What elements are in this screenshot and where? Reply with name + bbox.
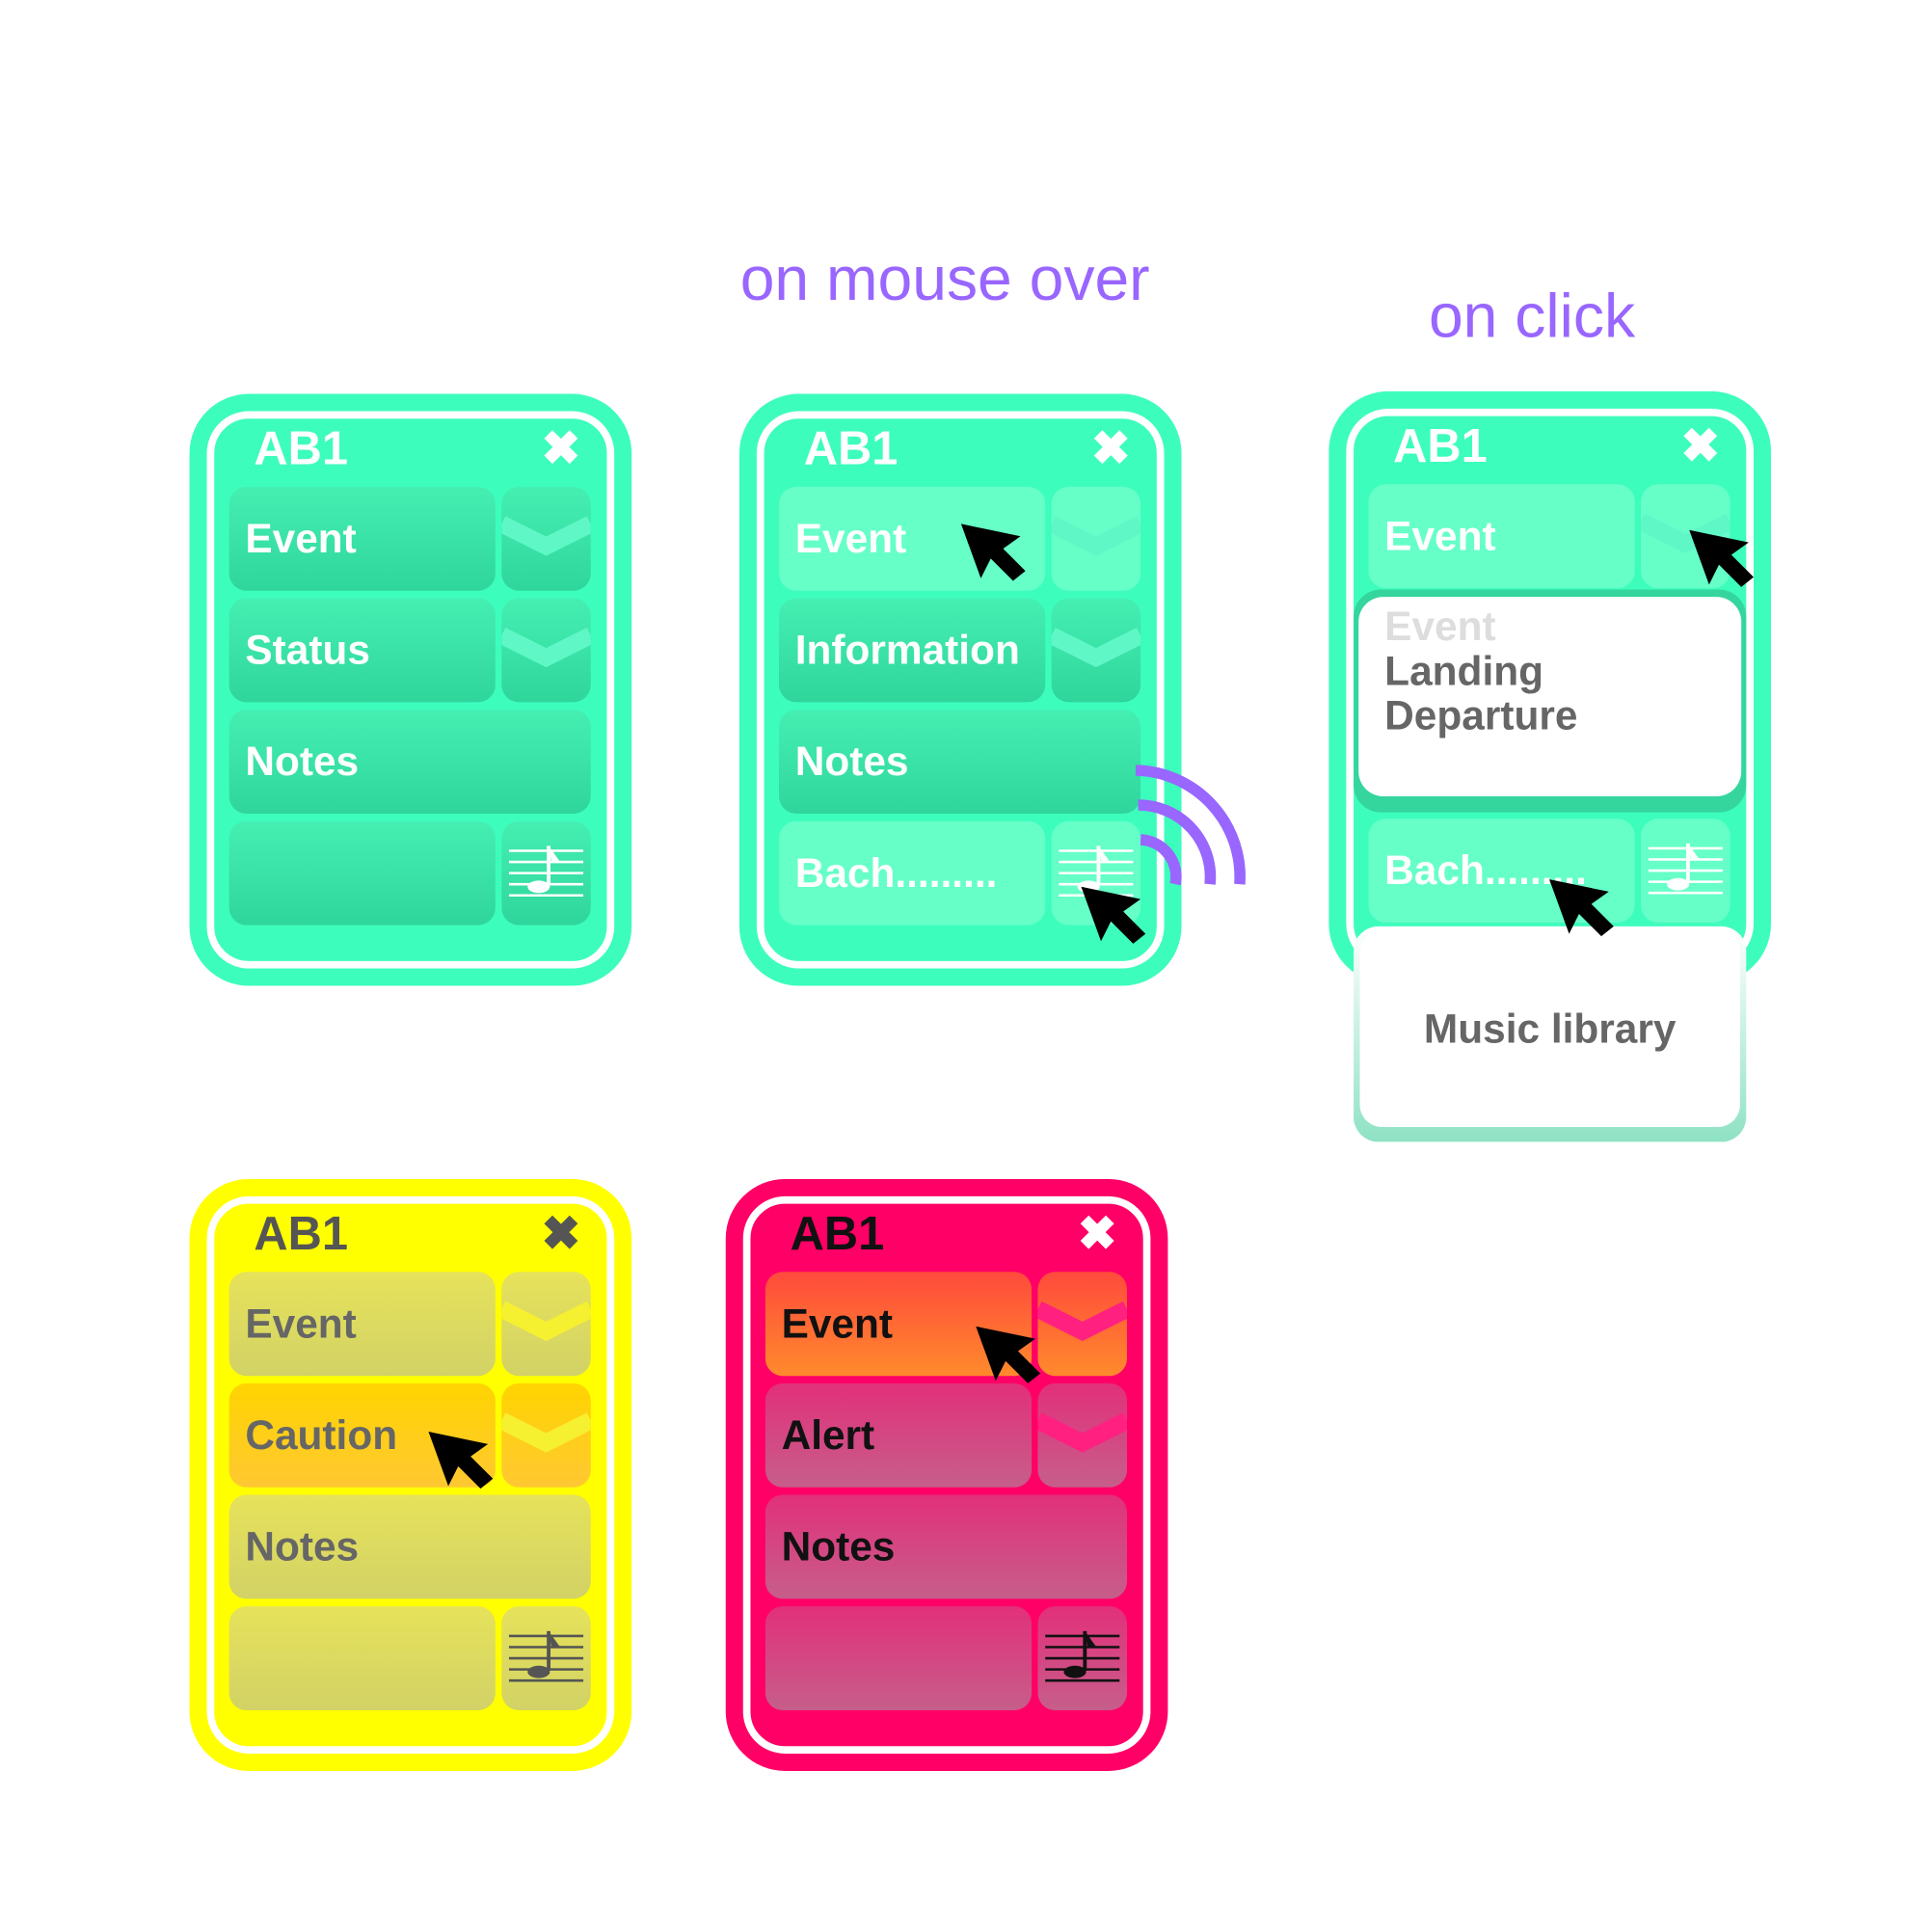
music-library-button[interactable]	[501, 1606, 591, 1711]
cursor-arrow-icon	[960, 523, 1035, 598]
row-notes[interactable]: Notes	[228, 1494, 591, 1599]
row-status[interactable]: Status	[228, 598, 496, 703]
row-notes[interactable]: Notes	[765, 1494, 1127, 1599]
dropdown-button[interactable]	[501, 486, 591, 591]
row-notes[interactable]: Notes	[779, 710, 1141, 814]
row-music[interactable]	[228, 1606, 496, 1711]
chevron-down-icon	[501, 1301, 591, 1341]
row-label: Caution	[245, 1411, 398, 1458]
close-icon[interactable]: ✖	[1077, 1208, 1117, 1261]
chevron-down-icon	[501, 627, 591, 668]
music-library-button[interactable]	[501, 820, 591, 926]
row-music[interactable]	[765, 1606, 1033, 1711]
chevron-down-icon	[1641, 513, 1731, 553]
chevron-down-icon	[1051, 516, 1141, 556]
chevron-down-icon	[501, 516, 591, 556]
dropdown-button[interactable]	[1051, 486, 1141, 591]
music-note-icon	[1045, 1630, 1120, 1682]
close-icon[interactable]: ✖	[541, 423, 581, 476]
card-title: AB1	[1393, 420, 1488, 473]
state-label-click: on click	[1428, 281, 1636, 351]
music-note-icon	[508, 845, 584, 898]
chevron-down-icon	[501, 1412, 591, 1453]
row-label: Notes	[245, 738, 360, 785]
row-label: Information	[794, 627, 1020, 673]
dropdown-button[interactable]	[1051, 598, 1141, 703]
row-event[interactable]: Event	[765, 1272, 1033, 1377]
row-label: Notes	[794, 738, 909, 785]
row-label: Alert	[781, 1411, 875, 1458]
cursor-arrow-icon	[1081, 886, 1155, 961]
music-library-button[interactable]	[1641, 818, 1731, 924]
dropdown-button[interactable]	[1037, 1272, 1127, 1377]
row-label: Event	[245, 1300, 357, 1347]
close-icon[interactable]: ✖	[541, 1208, 581, 1261]
cursor-arrow-icon	[1689, 529, 1763, 604]
music-note-icon	[508, 1630, 584, 1682]
dropdown-button[interactable]	[501, 1382, 591, 1488]
chevron-down-icon	[1037, 1301, 1127, 1341]
state-label-mouse-over: on mouse over	[739, 244, 1150, 314]
row-label: Event	[781, 1300, 894, 1347]
chevron-down-icon	[1037, 1412, 1127, 1453]
row-label: Notes	[781, 1523, 896, 1570]
music-note-icon	[1648, 843, 1723, 895]
row-label: Status	[245, 627, 370, 673]
row-label: Event	[1384, 512, 1496, 559]
card-title: AB1	[803, 423, 899, 476]
card-title: AB1	[790, 1208, 885, 1261]
cursor-arrow-icon	[976, 1326, 1050, 1401]
row-music[interactable]: Bach.........	[779, 820, 1046, 926]
dropdown-button[interactable]	[1037, 1382, 1127, 1488]
dropdown-option[interactable]: Event	[1384, 603, 1496, 650]
dropdown-button[interactable]	[501, 1272, 591, 1377]
row-music[interactable]	[228, 820, 496, 926]
row-event[interactable]: Event	[1368, 484, 1635, 589]
cursor-arrow-icon	[428, 1431, 502, 1506]
dropdown-option[interactable]: Departure	[1384, 692, 1578, 738]
music-library-button[interactable]	[1037, 1606, 1127, 1711]
dropdown-option[interactable]: Landing	[1384, 647, 1544, 694]
row-event[interactable]: Event	[228, 486, 496, 591]
row-notes[interactable]: Notes	[228, 710, 591, 814]
row-label: Event	[794, 515, 907, 561]
cursor-arrow-icon	[1549, 879, 1623, 953]
row-status[interactable]: Information	[779, 598, 1046, 703]
row-event[interactable]: Event	[228, 1272, 496, 1377]
row-label: Event	[245, 515, 357, 561]
wireless-signal-icon	[1121, 756, 1257, 899]
music-library-panel: Music library	[1359, 929, 1740, 1127]
row-label: Notes	[245, 1523, 360, 1570]
dropdown-button[interactable]	[501, 598, 591, 703]
card-title: AB1	[254, 423, 349, 476]
chevron-down-icon	[1051, 627, 1141, 668]
row-status[interactable]: Alert	[765, 1382, 1033, 1488]
close-icon[interactable]: ✖	[1680, 420, 1721, 473]
music-library-popup[interactable]: Music library	[1354, 926, 1747, 1142]
row-label: Bach.........	[794, 849, 998, 896]
card-title: AB1	[254, 1208, 349, 1261]
close-icon[interactable]: ✖	[1090, 423, 1131, 476]
